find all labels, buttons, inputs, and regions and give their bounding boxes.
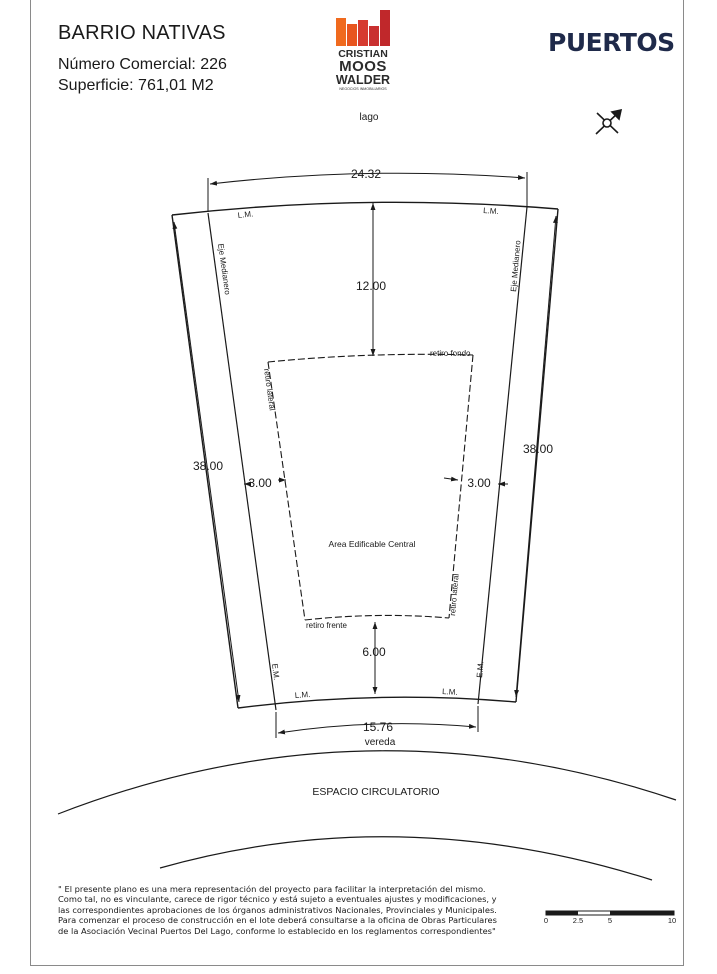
puertos-logo: PUERTOS [548,28,675,57]
logo-bar [380,10,390,46]
scale-tick-0: 0 [544,916,548,925]
disclaimer-line: Como tal, no es vinculante, carece de ri… [58,894,497,905]
logo-line-1: CRISTIAN [338,48,388,60]
scale-tick-10: 10 [668,916,676,925]
scale-bar [545,910,675,916]
street-curve-outer [57,750,677,815]
logo-line-3: WALDER [335,73,391,87]
setback-right-arrow [443,476,459,482]
dimension-back-value: 24.32 [351,167,381,181]
company-logo: CRISTIAN MOOS WALDER NEGOCIOS INMOBILIAR… [330,8,396,98]
logo-bar [369,26,379,46]
page-frame [30,0,684,966]
logo-bar [336,18,346,46]
legal-disclaimer: " El presente plano es una mera represen… [58,884,498,936]
lot-number: Número Comercial: 226 [58,56,227,73]
retiro-frente-label: retiro frente [306,621,347,630]
logo-line-2: MOOS [339,58,387,75]
dimension-right-value: 38.00 [523,442,553,456]
retiro-lateral-left: retiro lateral [262,368,277,411]
logo-bar [347,24,357,46]
lm-label-back-left: L.M. [237,209,253,220]
retiro-lateral-right: retiro lateral [448,573,461,616]
setback-back-value: 12.00 [356,279,386,293]
lake-label: lago [360,112,379,123]
disclaimer-line: de la Asociación Vecinal Puertos Del Lag… [58,925,496,936]
scale-tick-5: 5 [608,916,612,925]
dimension-right-line [514,215,558,698]
setback-right-value: 3.00 [467,476,491,490]
lm-label-front-left: L.M. [295,690,311,700]
street-curve-inner [159,836,653,881]
setback-front-value: 6.00 [362,645,386,659]
buildable-area-outline [267,353,474,621]
lm-label-front-right: L.M. [442,687,458,697]
north-arrow-icon [595,108,623,135]
em-label-left: E.M. [270,663,281,681]
circulation-space-label: ESPACIO CIRCULATORIO [312,786,439,798]
lot-area: Superficie: 761,01 M2 [58,77,214,94]
dimension-left-value: 38.00 [193,459,223,473]
buildable-area-label: Area Edificable Central [329,539,416,549]
dimension-front [275,706,479,738]
dimension-left-line [172,221,241,703]
page-title: BARRIO NATIVAS [58,22,226,44]
em-label-right: E.M. [475,661,485,678]
disclaimer-line: " El presente plano es una mera represen… [58,884,486,894]
lm-label-back-right: L.M. [483,206,499,216]
disclaimer-line: Para comenzar el proceso de construcción… [58,915,497,926]
setback-left-value: 3.00 [248,476,272,490]
logo-bar [358,20,368,46]
retiro-fondo-label: retiro fondo [430,349,471,358]
logo-tagline: NEGOCIOS INMOBILIARIOS [339,87,387,91]
disclaimer-line: las correspondientes aprobaciones de los… [58,904,497,915]
sidewalk-label: vereda [365,737,396,748]
scale-tick-2-5: 2.5 [573,916,583,925]
dimension-back [207,172,528,212]
eje-medianero-right: Eje Medianero [509,239,523,292]
dimension-front-value: 15.76 [363,720,393,734]
